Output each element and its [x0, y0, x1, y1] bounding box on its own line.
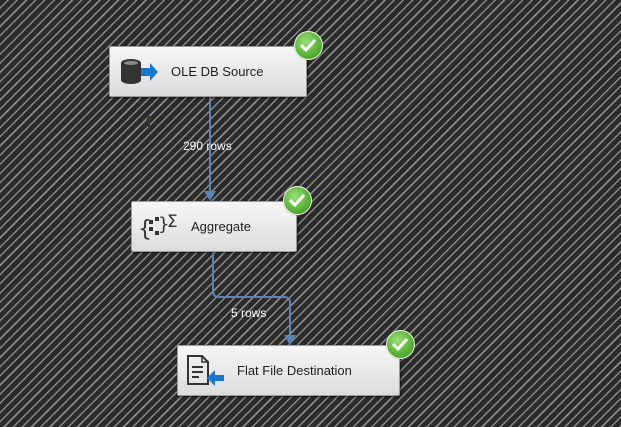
- path-1-row-count: 290 rows: [183, 139, 232, 153]
- aggregate-icon: { } Σ: [138, 212, 178, 242]
- path-2-row-count: 5 rows: [231, 306, 267, 320]
- success-check-icon: [386, 330, 415, 359]
- success-check-icon: [283, 186, 312, 215]
- svg-text:Σ: Σ: [167, 212, 178, 232]
- flat-file-destination-icon: [187, 355, 224, 386]
- svg-text:}: }: [158, 214, 169, 235]
- ole-db-source-icon: [121, 59, 158, 84]
- task-label: Aggregate: [191, 219, 251, 234]
- data-path-1[interactable]: [204, 97, 216, 201]
- task-flat-file-destination[interactable]: Flat File Destination: [177, 345, 400, 396]
- success-check-icon: [294, 31, 323, 60]
- data-path-2[interactable]: [212, 252, 296, 345]
- task-ole-db-source[interactable]: OLE DB Source: [109, 46, 307, 97]
- svg-text:{: {: [138, 217, 152, 242]
- task-aggregate[interactable]: { } Σ Aggregate: [131, 201, 297, 252]
- task-label: Flat File Destination: [237, 363, 352, 378]
- mouse-cursor-icon: [146, 115, 152, 130]
- task-label: OLE DB Source: [171, 64, 264, 79]
